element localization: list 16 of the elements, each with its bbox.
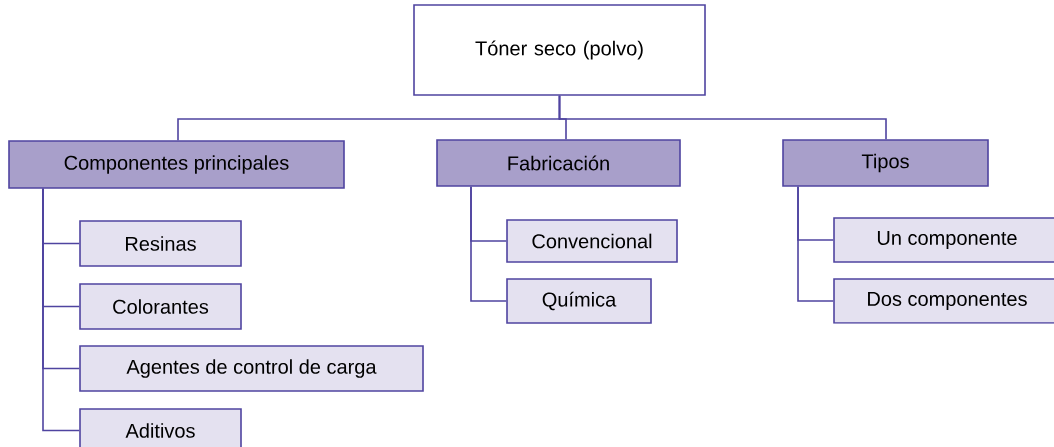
- connector-line: [558, 95, 887, 140]
- category-box: Fabricación: [436, 139, 681, 187]
- item-box: Colorantes: [79, 283, 242, 330]
- item-box: Resinas: [79, 220, 242, 267]
- item-box: Química: [506, 278, 652, 324]
- connector-line: [42, 188, 80, 432]
- title-box: Tóner seco (polvo): [413, 4, 706, 96]
- item-box: Aditivos: [79, 408, 242, 447]
- item-box: Dos componentes: [833, 278, 1054, 324]
- item-box: Un componente: [833, 217, 1054, 263]
- connector-line: [470, 186, 507, 302]
- connector-line: [797, 186, 834, 302]
- item-box: Convencional: [506, 219, 678, 263]
- category-box: Tipos: [782, 139, 989, 187]
- item-box: Agentes de control de carga: [79, 345, 424, 392]
- category-box: Componentes principales: [8, 140, 345, 189]
